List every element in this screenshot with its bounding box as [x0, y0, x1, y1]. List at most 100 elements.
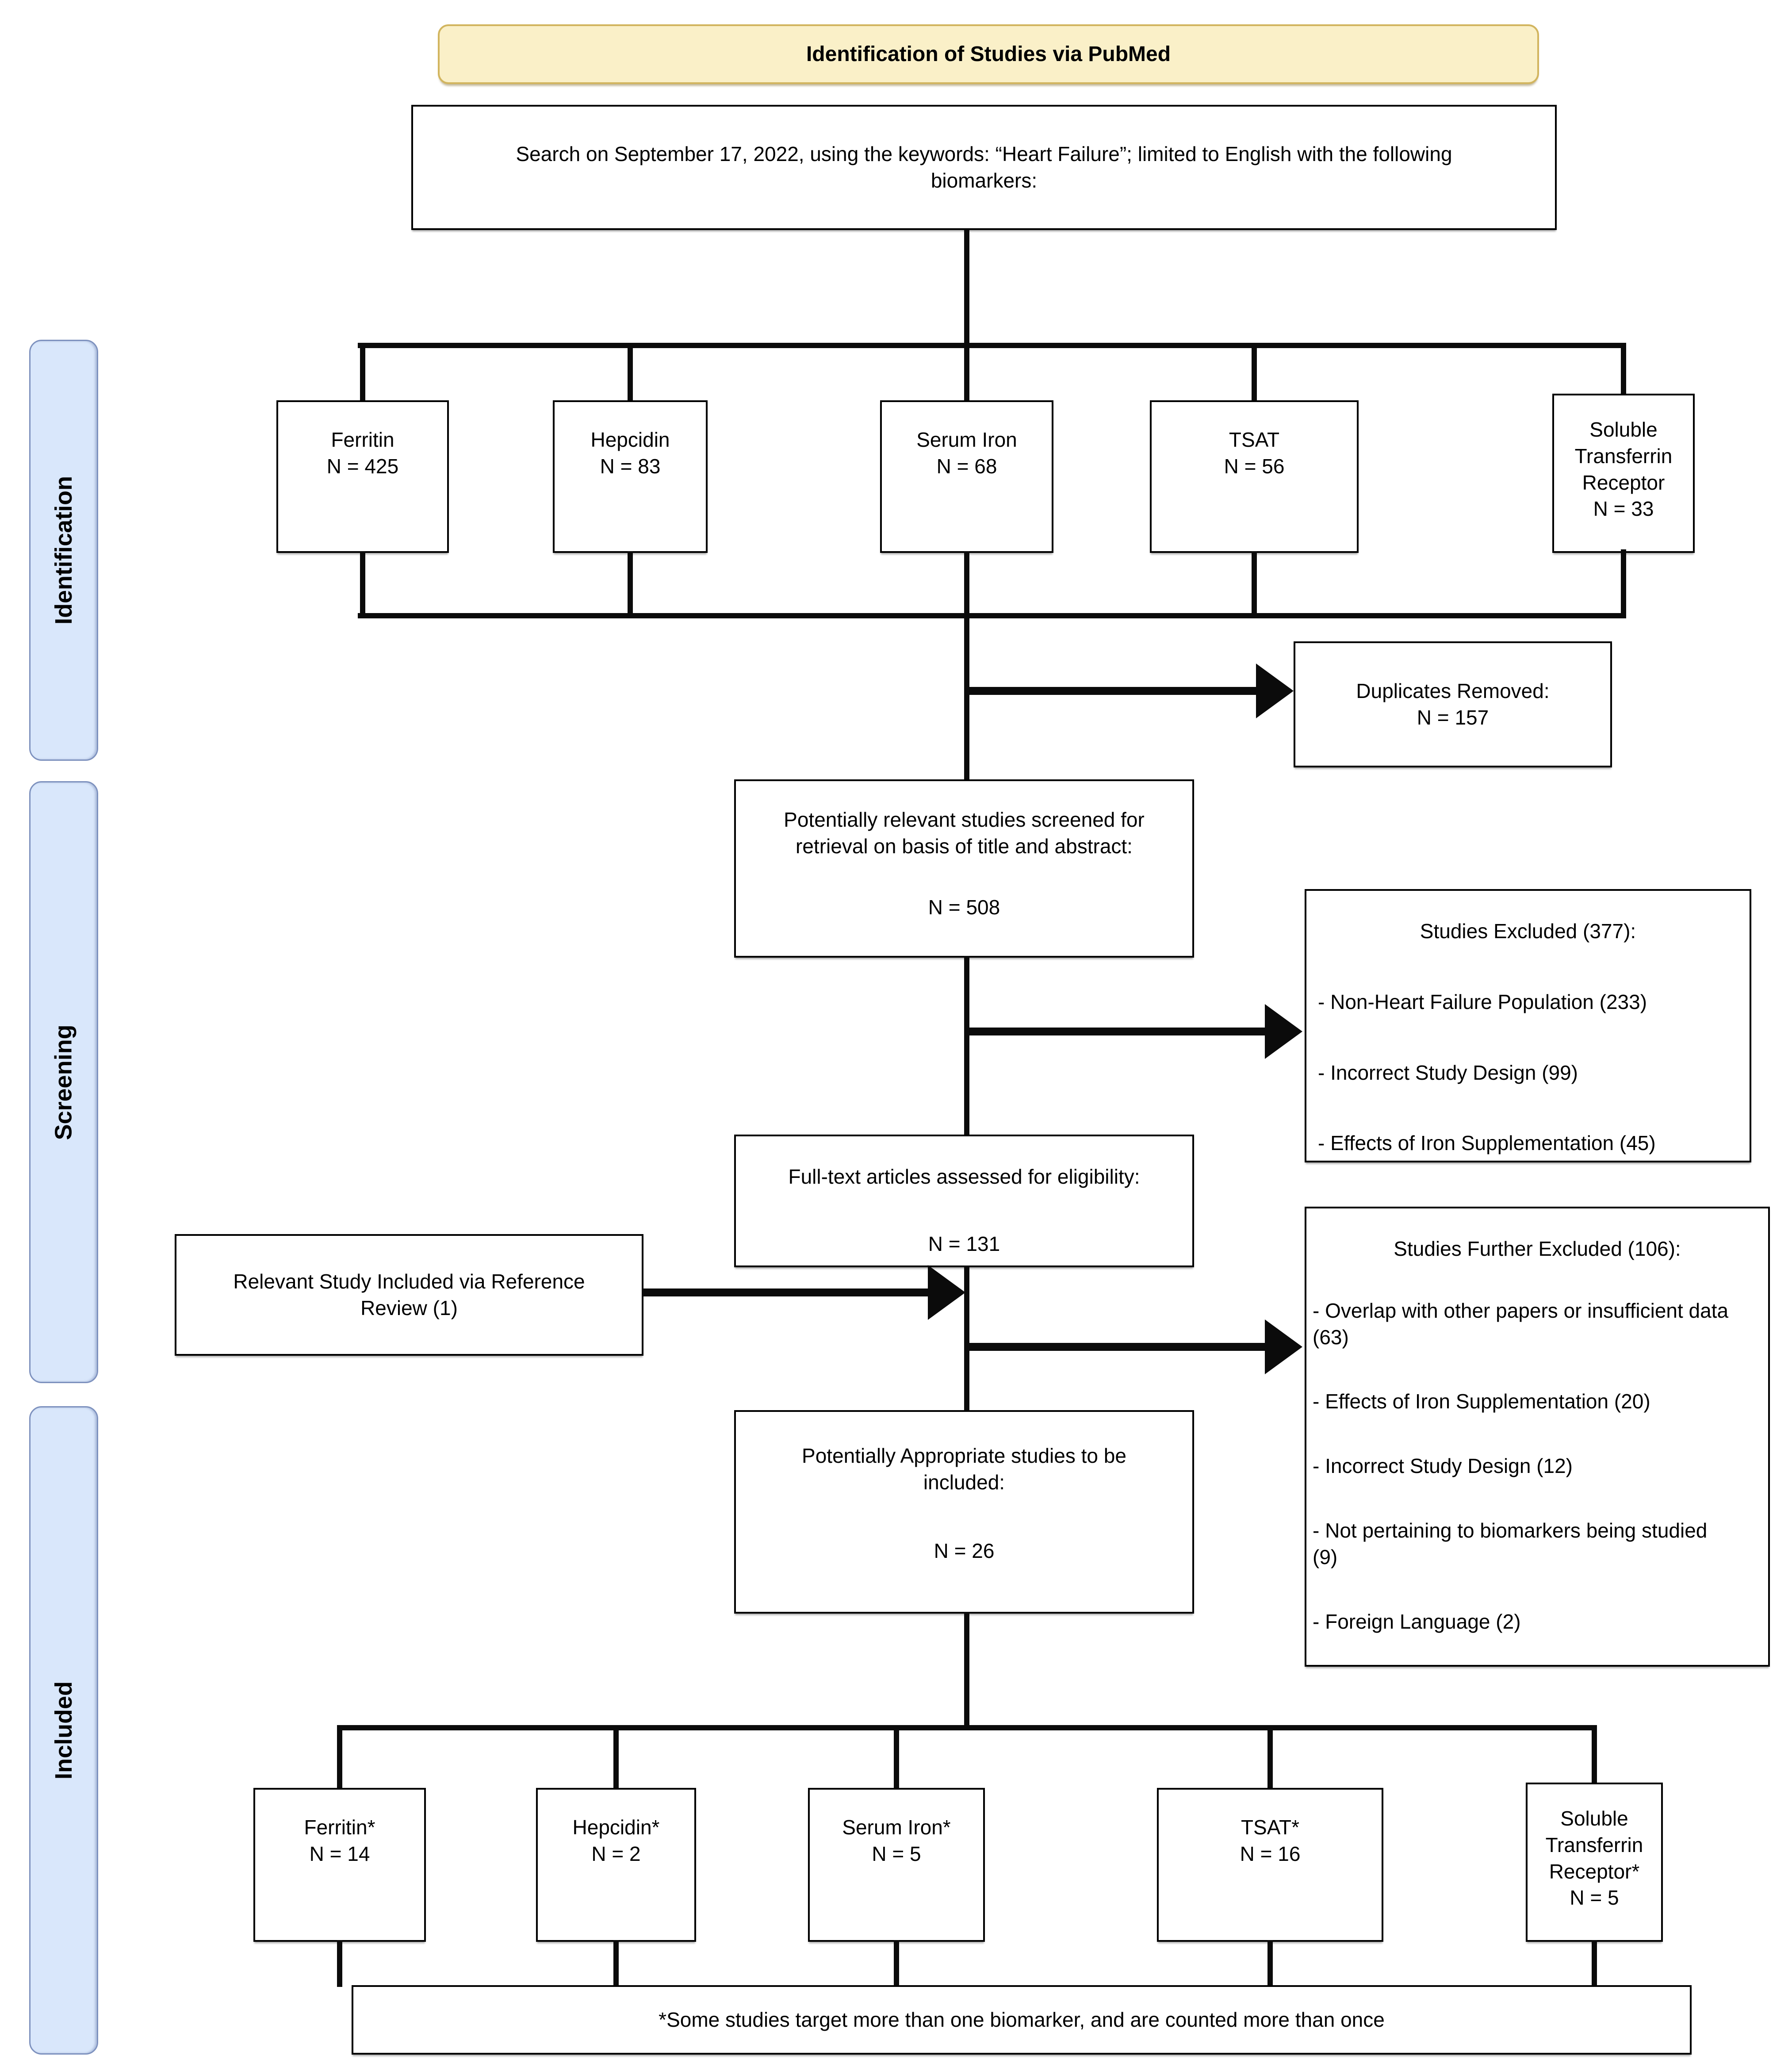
- appropriate-studies-count: N = 26: [934, 1539, 995, 1562]
- connector-line: [628, 343, 633, 403]
- connector-line: [964, 1265, 969, 1412]
- arrowhead-right-icon: [1265, 1319, 1302, 1374]
- studies-further-excluded-box: Studies Further Excluded (106): - Overla…: [1305, 1207, 1770, 1667]
- connector-line: [613, 1940, 619, 1987]
- phase-label-included: Included: [50, 1681, 77, 1780]
- connector-line: [360, 551, 365, 617]
- biomarker-name: Soluble Transferrin Receptor: [1574, 418, 1673, 494]
- screened-studies-box: Potentially relevant studies screened fo…: [734, 779, 1194, 958]
- screened-studies-text: Potentially relevant studies screened fo…: [784, 808, 1145, 858]
- excluded-reason: - Incorrect Study Design (12): [1313, 1454, 1573, 1478]
- arrow-shaft: [642, 1288, 929, 1296]
- footnote-text: *Some studies target more than one bioma…: [659, 2008, 1385, 2031]
- phase-band-identification: Identification: [29, 340, 98, 761]
- connector-line: [1252, 343, 1257, 403]
- included-box-tsat: TSAT* N = 16: [1157, 1788, 1383, 1942]
- duplicates-removed-box: Duplicates Removed: N = 157: [1294, 641, 1612, 767]
- connector-line: [894, 1725, 899, 1790]
- biomarker-count: N = 56: [1224, 454, 1285, 478]
- connector-line: [1267, 1940, 1273, 1987]
- arrowhead-right-icon: [1256, 663, 1294, 718]
- diagram-title: Identification of Studies via PubMed: [806, 42, 1171, 66]
- connector-line: [358, 343, 1626, 348]
- excluded-reason: - Effects of Iron Supplementation (20): [1313, 1390, 1650, 1413]
- included-box-ferritin: Ferritin* N = 14: [253, 1788, 426, 1942]
- biomarker-count: N = 5: [1570, 1886, 1619, 1910]
- biomarker-box-ferritin: Ferritin N = 425: [276, 400, 449, 553]
- reference-review-box: Relevant Study Included via Reference Re…: [175, 1234, 643, 1356]
- connector-line: [1621, 343, 1626, 396]
- duplicates-removed-count: N = 157: [1417, 706, 1489, 729]
- included-box-hepcidin: Hepcidin* N = 2: [536, 1788, 696, 1942]
- included-box-serum-iron: Serum Iron* N = 5: [808, 1788, 985, 1942]
- connector-line: [337, 1725, 1597, 1730]
- footnote-box: *Some studies target more than one bioma…: [352, 1985, 1692, 2055]
- biomarker-count: N = 83: [600, 454, 661, 478]
- biomarker-name: Ferritin*: [304, 1816, 375, 1839]
- studies-excluded-box: Studies Excluded (377): - Non-Heart Fail…: [1305, 889, 1751, 1162]
- duplicates-removed-label: Duplicates Removed:: [1356, 679, 1550, 702]
- connector-line: [1267, 1725, 1273, 1790]
- biomarker-name: Soluble Transferrin Receptor*: [1545, 1807, 1643, 1883]
- connector-line: [964, 230, 969, 403]
- phase-band-screening: Screening: [29, 781, 98, 1383]
- reference-review-text: Relevant Study Included via Reference Re…: [233, 1269, 585, 1319]
- connector-line: [628, 551, 633, 617]
- phase-label-identification: Identification: [50, 476, 77, 625]
- search-criteria-text: Search on September 17, 2022, using the …: [516, 142, 1452, 192]
- arrowhead-right-icon: [928, 1265, 965, 1320]
- biomarker-box-soluble-transferrin-receptor: Soluble Transferrin Receptor N = 33: [1552, 394, 1695, 553]
- studies-excluded-title: Studies Excluded (377):: [1420, 920, 1636, 943]
- biomarker-count: N = 33: [1593, 497, 1654, 521]
- full-text-count: N = 131: [928, 1232, 1000, 1255]
- connector-line: [1592, 1725, 1597, 1785]
- arrow-shaft: [967, 687, 1256, 695]
- connector-line: [1621, 549, 1626, 617]
- biomarker-box-hepcidin: Hepcidin N = 83: [553, 400, 708, 553]
- biomarker-count: N = 425: [326, 454, 399, 478]
- excluded-reason: - Effects of Iron Supplementation (45): [1318, 1131, 1656, 1155]
- biomarker-count: N = 14: [309, 1842, 370, 1865]
- search-criteria-box: Search on September 17, 2022, using the …: [411, 105, 1557, 230]
- biomarker-name: Hepcidin*: [572, 1816, 660, 1839]
- biomarker-count: N = 2: [591, 1842, 641, 1865]
- connector-line: [613, 1725, 619, 1790]
- excluded-reason: - Incorrect Study Design (99): [1318, 1061, 1578, 1084]
- connector-line: [894, 1940, 899, 1987]
- appropriate-studies-box: Potentially Appropriate studies to be in…: [734, 1410, 1194, 1614]
- full-text-label: Full-text articles assessed for eligibil…: [788, 1165, 1140, 1188]
- biomarker-name: Ferritin: [331, 428, 394, 451]
- biomarker-count: N = 5: [872, 1842, 921, 1865]
- arrow-shaft: [967, 1028, 1265, 1035]
- excluded-reason: - Foreign Language (2): [1313, 1610, 1521, 1633]
- appropriate-studies-text: Potentially Appropriate studies to be in…: [802, 1444, 1126, 1494]
- included-box-soluble-transferrin-receptor: Soluble Transferrin Receptor* N = 5: [1526, 1783, 1663, 1942]
- biomarker-name: Serum Iron*: [842, 1816, 951, 1839]
- connector-line: [964, 616, 969, 782]
- biomarker-name: Serum Iron: [916, 428, 1017, 451]
- excluded-reason: - Non-Heart Failure Population (233): [1318, 990, 1647, 1013]
- excluded-reason: - Not pertaining to biomarkers being stu…: [1313, 1518, 1708, 1568]
- biomarker-count: N = 16: [1240, 1842, 1301, 1865]
- phase-band-included: Included: [29, 1406, 98, 2055]
- connector-line: [358, 613, 1626, 618]
- connector-line: [337, 1725, 342, 1790]
- connector-line: [1592, 1940, 1597, 1987]
- arrowhead-right-icon: [1265, 1004, 1302, 1059]
- connector-line: [964, 956, 969, 1137]
- biomarker-box-serum-iron: Serum Iron N = 68: [880, 400, 1053, 553]
- biomarker-count: N = 68: [936, 454, 997, 478]
- excluded-reason: - Overlap with other papers or insuffici…: [1313, 1299, 1729, 1349]
- biomarker-name: TSAT: [1229, 428, 1280, 451]
- arrow-shaft: [967, 1343, 1265, 1351]
- connector-line: [964, 1612, 969, 1729]
- connector-line: [360, 343, 365, 403]
- connector-line: [337, 1940, 342, 1987]
- full-text-box: Full-text articles assessed for eligibil…: [734, 1135, 1194, 1267]
- connector-line: [1252, 551, 1257, 617]
- biomarker-name: Hepcidin: [590, 428, 670, 451]
- phase-label-screening: Screening: [50, 1024, 77, 1140]
- biomarker-name: TSAT*: [1241, 1816, 1300, 1839]
- screened-studies-count: N = 508: [928, 895, 1000, 919]
